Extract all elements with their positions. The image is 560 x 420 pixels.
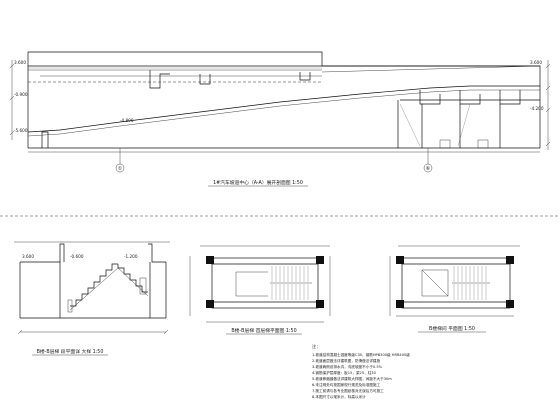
- note-line: 7.施工前请与各专业图纸核对无误后方可施工: [312, 388, 384, 393]
- level-label: -0.600: [70, 254, 84, 259]
- note-line: 5.坡道伸缩缝做法详建筑大样图，间距不大于30m: [312, 376, 392, 381]
- section-title: 1#汽车坡道中心（A-A）展开剖面图 1:50: [213, 179, 303, 186]
- level-label: 3.600: [530, 60, 542, 65]
- note-line: 1.坡道结构混凝土强度等级C30，钢筋HPB300级 HRB400级: [312, 352, 410, 357]
- note-line: 3.坡道两侧设排水沟，沟底坡度不小于0.5%: [312, 364, 383, 369]
- note-line: 8.本图尺寸以毫米计，标高以米计: [312, 394, 366, 399]
- level-label: 3.600: [22, 254, 34, 259]
- level-label: -1.200: [124, 254, 138, 259]
- ramp-section: ① ⑥ 3.600 3.600 -0.900 -4.800 -5.600 -4.…: [9, 51, 551, 187]
- level-label: -4.200: [530, 106, 544, 111]
- plan1-title: B楼-B层梯 段平面详 大样 1:50: [37, 348, 104, 355]
- note-line: 2.坡道面层做法详建筑图，防滑做法详建施: [312, 358, 381, 363]
- level-label: 3.600: [14, 60, 26, 65]
- note-line: 4.钢筋保护层厚度：板15，梁25，柱30: [312, 370, 377, 375]
- level-label: -4.800: [120, 118, 134, 123]
- level-label: -5.600: [14, 128, 28, 133]
- stair-plan-middle: B楼-B层梯 首层梯平面图 1:50: [189, 245, 331, 335]
- general-notes: 注： 1.坡道结构混凝土强度等级C30，钢筋HPB300级 HRB400级 2.…: [312, 343, 410, 399]
- plan2-title: B楼-B层梯 首层梯平面图 1:50: [231, 327, 296, 334]
- notes-heading: 注：: [312, 343, 320, 350]
- stair-plan-detail: 3.600 -0.600 -1.200 B楼-B层梯 段平面详 大样 1:50: [14, 241, 170, 356]
- note-line: 6.未注明处均按国家现行规范及标准图施工: [312, 382, 381, 387]
- axis-marker-1: ①: [118, 166, 123, 172]
- plan3-title: B楼梯间 平面图 1:50: [429, 325, 475, 332]
- level-label: -0.900: [14, 92, 28, 97]
- stair-plan-right: B楼梯间 平面图 1:50: [389, 245, 520, 333]
- axis-marker-2: ⑥: [426, 166, 431, 172]
